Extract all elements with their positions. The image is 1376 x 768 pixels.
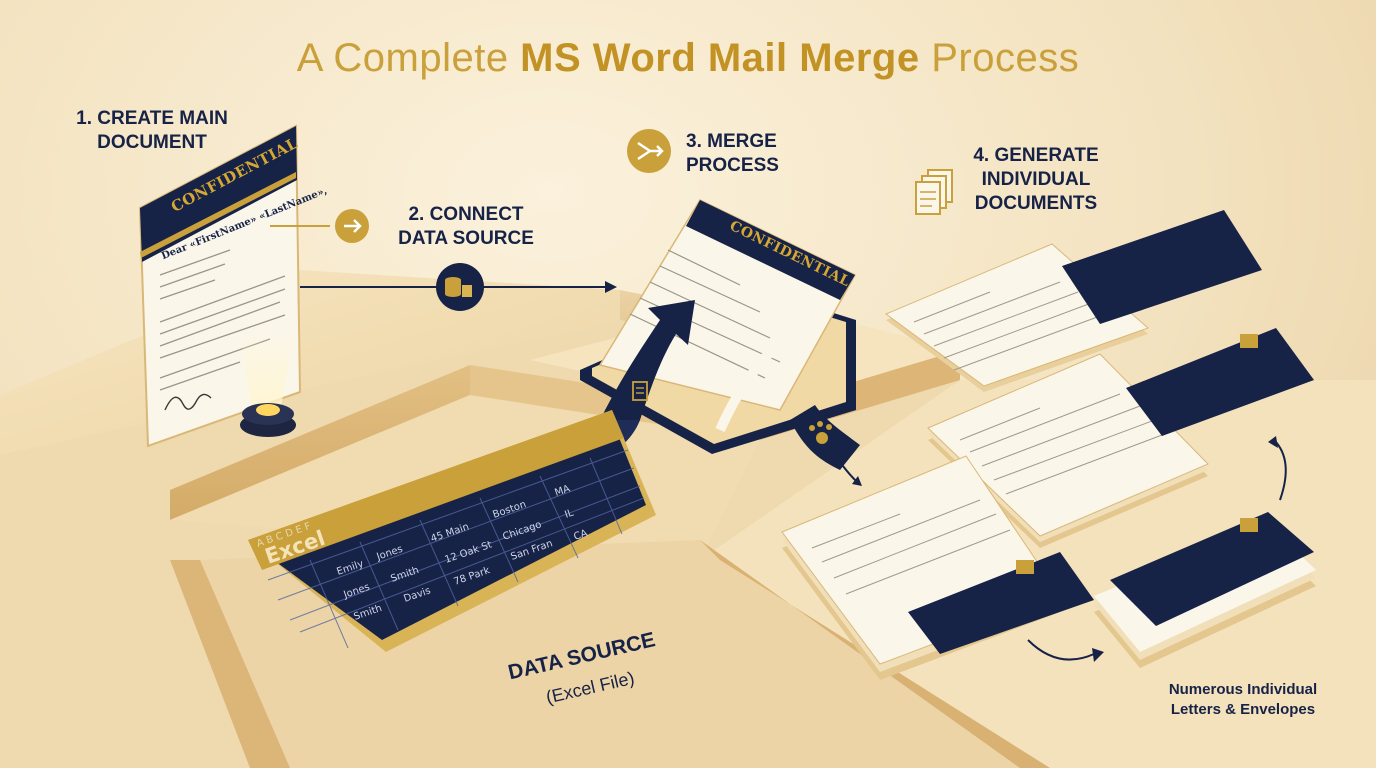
step-merge-label: 3. MERGE PROCESS <box>686 130 779 178</box>
excel-data-table: Emily Jones 45 Main Boston MA Jones Smit… <box>248 410 656 652</box>
documents-icon <box>915 169 953 215</box>
document-icon <box>632 381 648 401</box>
step-create-line2: DOCUMENT <box>97 132 207 153</box>
main-document <box>138 124 330 448</box>
output-note-line1: Numerous Individual <box>1168 681 1318 698</box>
svg-text:MA: MA <box>553 483 571 498</box>
merge-icon <box>627 129 671 173</box>
output-note: Numerous Individual Letters & Envelopes <box>1148 680 1338 720</box>
step-merge-line1: 3. MERGE <box>686 131 777 152</box>
step-connect-line1: 2. CONNECT <box>408 204 524 225</box>
output-note-line2: Letters & Envelopes <box>1170 701 1316 718</box>
step-create-label: 1. CREATE MAIN DOCUMENT <box>68 107 236 155</box>
svg-text:IL: IL <box>563 508 575 521</box>
step-generate-label: 4. GENERATE INDIVIDUAL DOCUMENTS <box>956 144 1116 216</box>
paw-icon <box>809 421 832 444</box>
svg-text:CA: CA <box>572 528 589 543</box>
step-create-line1: 1. CREATE MAIN <box>76 108 228 129</box>
step-generate-line1: 4. GENERATE <box>973 145 1099 166</box>
step-generate-line3: DOCUMENTS <box>974 193 1098 214</box>
arrow-right-icon <box>335 209 369 243</box>
database-icon <box>436 263 484 311</box>
step-connect-line2: DATA SOURCE <box>398 228 534 249</box>
step-merge-line2: PROCESS <box>686 155 779 176</box>
merge-process <box>540 199 862 486</box>
step-generate-line2: INDIVIDUAL <box>981 169 1091 190</box>
output-letters <box>781 210 1316 680</box>
step-connect-label: 2. CONNECT DATA SOURCE <box>386 203 546 251</box>
page-title: A Complete MS Word Mail Merge Process <box>296 36 1080 80</box>
